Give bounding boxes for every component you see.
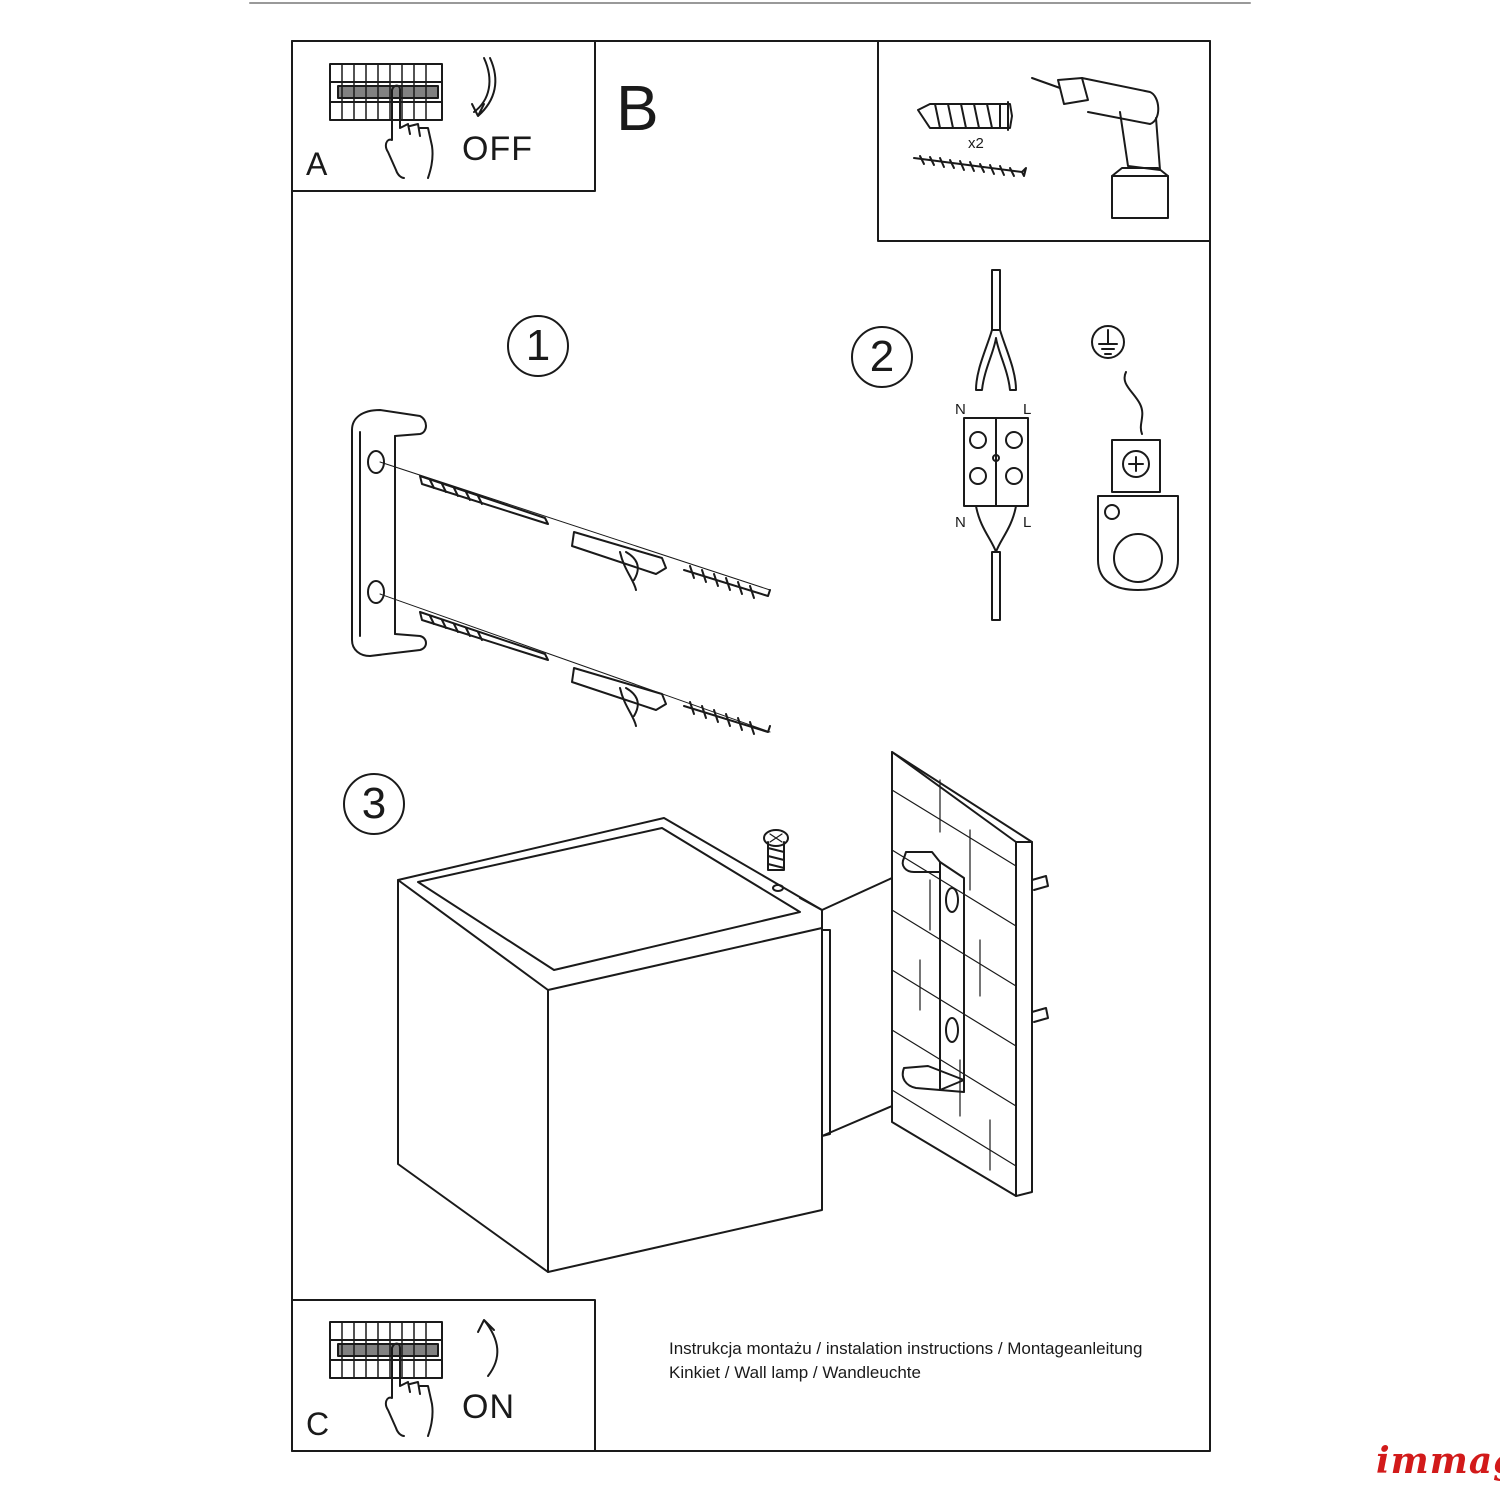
breaker-switch-on-icon bbox=[329, 1321, 443, 1379]
tools-box bbox=[877, 40, 1211, 242]
ground-terminal-icon bbox=[1097, 371, 1179, 591]
quantity-label: x2 bbox=[968, 135, 984, 152]
panel-c-state-label: ON bbox=[462, 1388, 515, 1426]
terminal-block-icon bbox=[963, 269, 1029, 621]
panel-b-letter: B bbox=[616, 72, 659, 144]
wall-plug-icon bbox=[917, 101, 1013, 131]
bracket-screw-lower-icon bbox=[379, 593, 771, 735]
brand-logo: immag bbox=[1376, 1440, 1500, 1482]
wire-label-neutral-top: N bbox=[955, 401, 966, 418]
wall-icon bbox=[891, 751, 1049, 1197]
drill-icon bbox=[1031, 77, 1169, 219]
hand-icon bbox=[384, 84, 434, 179]
panel-a-state-label: OFF bbox=[462, 130, 533, 168]
panel-c-letter: C bbox=[306, 1406, 330, 1442]
caption-line-1: Instrukcja montażu / instalation instruc… bbox=[669, 1339, 1143, 1358]
ground-symbol-icon bbox=[1091, 325, 1125, 359]
panel-a-letter: A bbox=[306, 146, 328, 182]
panel-a-box bbox=[291, 40, 596, 192]
bracket-screw-upper-icon bbox=[379, 461, 771, 599]
step-2-circle bbox=[851, 326, 913, 388]
step-3-number: 3 bbox=[361, 779, 387, 828]
cube-lamp-icon bbox=[397, 817, 893, 1273]
fixing-screw-icon bbox=[763, 829, 789, 892]
mounting-bracket-icon bbox=[351, 409, 427, 657]
breaker-switch-off-icon bbox=[329, 63, 443, 121]
outer-frame bbox=[291, 40, 1211, 1452]
wire-label-neutral-bottom: N bbox=[955, 514, 966, 531]
step-1-number: 1 bbox=[525, 321, 551, 370]
wire-label-live-bottom: L bbox=[1023, 514, 1032, 531]
arrow-down-icon bbox=[471, 57, 497, 117]
caption-line-2: Kinkiet / Wall lamp / Wandleuchte bbox=[669, 1363, 921, 1382]
wall-bracket-icon bbox=[901, 851, 965, 1093]
step-3-circle bbox=[343, 773, 405, 835]
hand-icon-c bbox=[384, 1342, 434, 1437]
step-1-circle bbox=[507, 315, 569, 377]
wire-label-live-top: L bbox=[1023, 401, 1032, 418]
screw-icon bbox=[913, 155, 1027, 177]
arrow-up-icon bbox=[477, 1319, 499, 1377]
panel-c-box bbox=[291, 1299, 596, 1452]
step-2-number: 2 bbox=[869, 332, 895, 381]
